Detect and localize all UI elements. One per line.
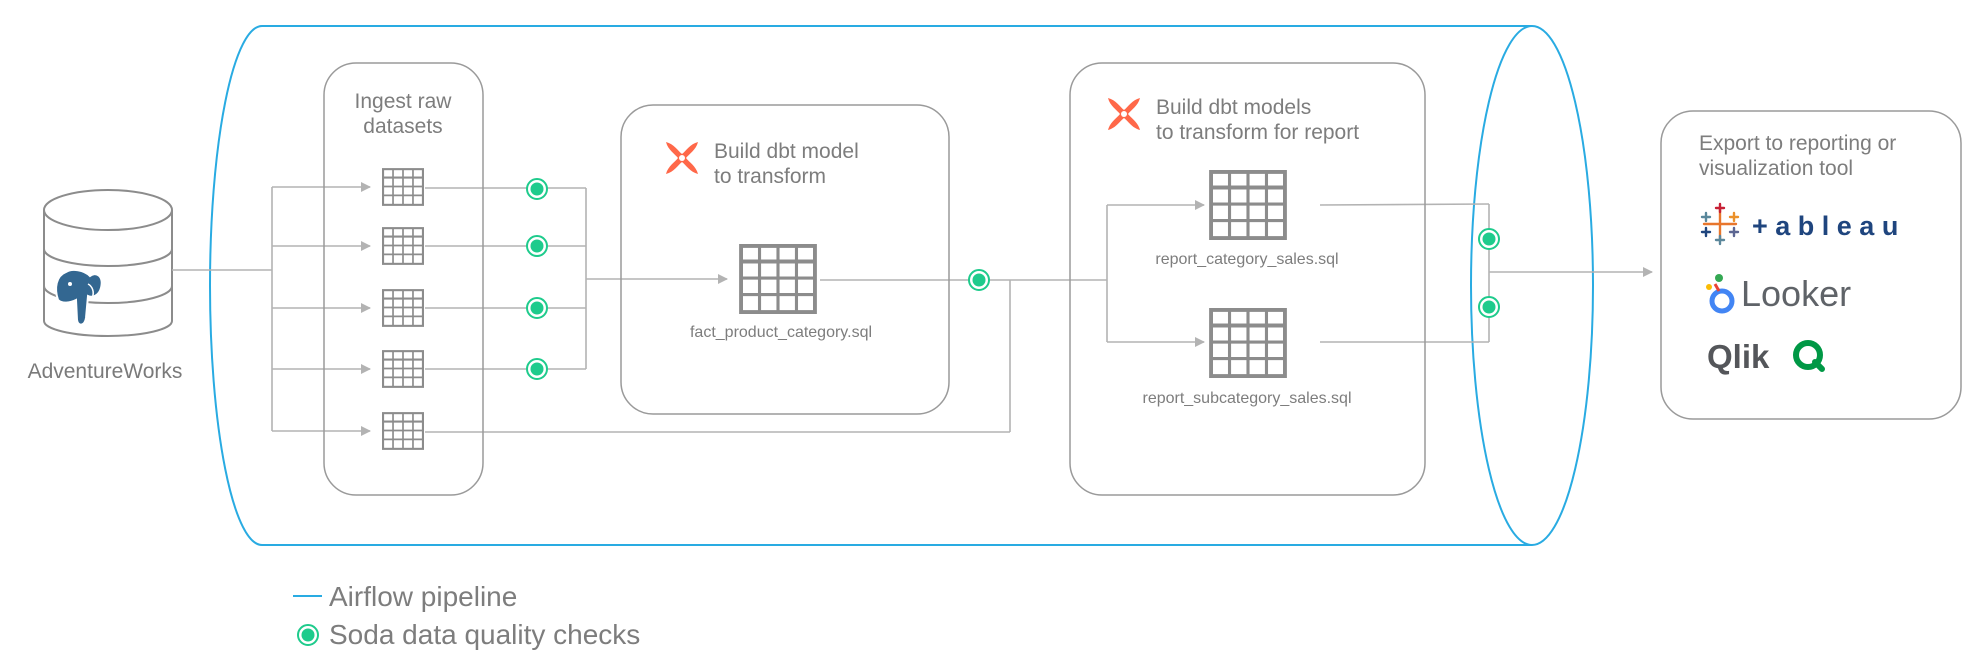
legend-check-swatch [297,624,319,646]
export-title-line2: visualization tool [1699,157,1853,180]
fact-model-file: fact_product_category.sql [690,324,872,341]
connector-lines [172,182,1653,436]
qlik-wordmark: Qlik [1707,338,1770,375]
report-stage: Build dbt models to transform for report… [1069,62,1426,496]
soda-check-dot [526,297,548,319]
raw-table-icon-4 [382,350,424,388]
cylinder-body [209,25,1532,546]
soda-check-dot [526,178,548,200]
ingest-title-line1: Ingest raw [355,90,453,113]
soda-check-dot [968,269,990,291]
dbt-icon [666,142,698,174]
qlik-logo: Qlik [1707,338,1825,375]
looker-icon [1706,274,1735,314]
source-database: AdventureWorks [28,189,183,383]
source-label: AdventureWorks [28,360,183,383]
ingest-stage: Ingest raw datasets [323,62,484,496]
transform-stage: Build dbt model to transform fact_produc… [620,104,950,415]
report-model-file-2: report_subcategory_sales.sql [1142,390,1351,407]
soda-check-dot [1478,296,1500,318]
transform-title-line1: Build dbt model [714,140,859,163]
dbt-icon [1108,98,1140,130]
report-box [1069,62,1426,496]
export-stage: Export to reporting or visualization too… [1660,110,1962,420]
legend-pipeline-label: Airflow pipeline [329,581,517,612]
soda-check-dot [526,235,548,257]
looker-wordmark: Looker [1741,273,1851,314]
report-title-line2: to transform for report [1156,121,1359,144]
report-model-file-1: report_category_sales.sql [1155,251,1338,268]
raw-table-icon-5 [382,412,424,450]
airflow-pipeline-cylinder [209,25,1594,546]
looker-logo: Looker [1706,273,1851,314]
report-title-line1: Build dbt models [1156,96,1311,119]
transform-box [620,104,950,415]
fact-table-icon [741,246,815,312]
tableau-wordmark: + a b l e a u [1752,211,1898,241]
raw-table-icon-3 [382,289,424,327]
soda-check-dot [1478,228,1500,250]
ingest-title-line2: datasets [363,115,442,138]
ingest-box [323,62,484,496]
report-table-icon-2 [1211,310,1285,376]
export-box [1660,110,1962,420]
tableau-logo: + a b l e a u [1700,202,1898,246]
cylinder-end-ellipse [1470,25,1594,546]
legend: Airflow pipeline Soda data quality check… [293,581,640,650]
transform-title-line2: to transform [714,165,826,188]
tableau-cross-icon [1700,202,1740,246]
soda-check-dot [526,358,548,380]
raw-table-icon-1 [382,168,424,206]
postgres-elephant-icon [55,268,103,326]
qlik-q-icon [1793,340,1825,372]
report-table-icon-1 [1211,172,1285,238]
raw-table-icon-2 [382,227,424,265]
export-title-line1: Export to reporting or [1699,132,1896,155]
legend-checks-label: Soda data quality checks [329,619,640,650]
